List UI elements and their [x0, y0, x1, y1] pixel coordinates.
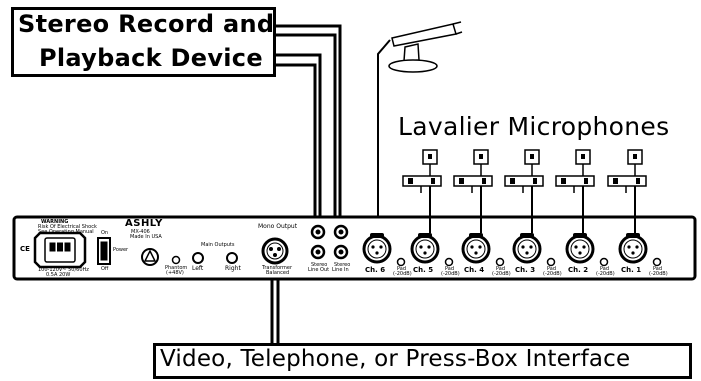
- stereo-device-label-line2: Playback Device: [39, 44, 263, 72]
- mains-rating-line1: 100-120V~ 50/60Hz: [38, 267, 89, 273]
- channel-label: Ch. 5: [413, 266, 434, 274]
- pad-label: Pad: [496, 266, 506, 272]
- power-switch-icon: [97, 237, 111, 265]
- pad-label: Pad: [600, 266, 610, 272]
- left-label: Left: [192, 265, 204, 272]
- mono-output-xlr-icon: [261, 237, 289, 265]
- pad-label-db: (-20dB): [492, 271, 511, 277]
- pad-led-4-icon: [546, 257, 556, 267]
- rca-line-in-top-icon: [333, 224, 349, 240]
- phantom-label-line1: Phantom: [165, 265, 188, 271]
- mono-output-label: Mono Output: [258, 223, 298, 230]
- warning-line2: See Operating Manual: [38, 229, 94, 235]
- channel-label: Ch. 2: [568, 266, 589, 274]
- xlr-input-6-icon[interactable]: [618, 233, 648, 264]
- rca-line-out-bottom-icon: [310, 244, 326, 260]
- xlr-input-4-icon[interactable]: [512, 233, 542, 264]
- pad-led-1-icon: [396, 257, 406, 267]
- warning-line1: Risk Of Electrical Shock: [38, 224, 97, 230]
- right-jack-icon: [226, 252, 238, 264]
- lavalier-mic-4-icon: [555, 149, 595, 233]
- main-output-jacks: [192, 252, 238, 264]
- xlr-input-5-icon[interactable]: [565, 233, 595, 264]
- lavalier-mic-3-icon: [504, 149, 544, 233]
- xlr-input-3-icon[interactable]: [461, 233, 491, 264]
- video-interface-label: Video, Telephone, or Press-Box Interface: [160, 346, 631, 372]
- channel-inputs: [362, 233, 662, 267]
- transformer-label-line1: Transformer: [262, 265, 293, 271]
- ce-mark: CE: [20, 245, 30, 253]
- xlr-input-2-icon[interactable]: [410, 233, 440, 264]
- channel-label: Ch. 4: [464, 266, 485, 274]
- left-jack-icon: [192, 252, 204, 264]
- pad-label: Pad: [653, 266, 663, 272]
- video-interface-box: [153, 343, 692, 379]
- line-in-label-line2: Line In: [332, 267, 349, 273]
- lavalier-label: Lavalier Microphones: [398, 112, 670, 141]
- power-inlet-icon: [33, 231, 87, 269]
- warning-title: WARNING: [41, 219, 69, 225]
- main-outputs-label: Main Outputs: [201, 242, 235, 248]
- pad-label-db: (-20dB): [543, 271, 562, 277]
- rca-line-out-top-icon: [310, 224, 326, 240]
- channel-label: Ch. 1: [621, 266, 642, 274]
- made-in-label: Made In USA: [130, 234, 162, 240]
- power-off-label: Off: [101, 266, 109, 272]
- power-label: Power: [113, 247, 129, 253]
- lavalier-mic-1-icon: [402, 149, 442, 233]
- lavalier-mic-5-icon: [607, 149, 647, 233]
- phantom-label-line2: (+48V): [166, 270, 184, 276]
- channel-label: Ch. 3: [515, 266, 536, 274]
- phantom-led-icon: [171, 255, 181, 265]
- pad-label: Pad: [547, 266, 557, 272]
- xlr-input-1-icon[interactable]: [362, 233, 392, 264]
- pad-label-db: (-20dB): [649, 271, 668, 277]
- pad-led-3-icon: [495, 257, 505, 267]
- pad-label-db: (-20dB): [596, 271, 615, 277]
- pad-led-5-icon: [599, 257, 609, 267]
- ground-button-icon: [141, 248, 159, 266]
- pad-label-db: (-20dB): [393, 271, 412, 277]
- line-out-label-line2: Line Out: [308, 267, 330, 273]
- model-label: MX-406: [131, 229, 150, 235]
- lavalier-microphones: [402, 149, 647, 233]
- rca-line-in-bottom-icon: [333, 244, 349, 260]
- video-cable: [270, 279, 280, 343]
- stereo-device-label-line1: Stereo Record and: [18, 10, 275, 38]
- pad-label-db: (-20dB): [441, 271, 460, 277]
- power-on-label: On: [101, 230, 109, 236]
- brand-logo: ASHLY: [125, 218, 163, 229]
- lavalier-mic-2-icon: [453, 149, 493, 233]
- channel-label: Ch. 6: [365, 266, 386, 274]
- mixer-panel: [12, 215, 697, 281]
- microphone-icon: [377, 21, 463, 226]
- pad-led-6-icon: [652, 257, 662, 267]
- stereo-cables: [276, 24, 342, 226]
- pad-led-2-icon: [444, 257, 454, 267]
- pad-label: Pad: [397, 266, 407, 272]
- line-out-label-line1: Stereo: [311, 262, 328, 268]
- rca-jacks: [310, 224, 349, 260]
- line-in-label-line1: Stereo: [334, 262, 351, 268]
- mains-rating-line2: 0.5A 20W: [46, 272, 71, 278]
- pad-label: Pad: [445, 266, 455, 272]
- transformer-label-line2: Balanced: [266, 270, 290, 276]
- right-label: Right: [225, 265, 241, 272]
- stereo-device-box: [11, 7, 276, 77]
